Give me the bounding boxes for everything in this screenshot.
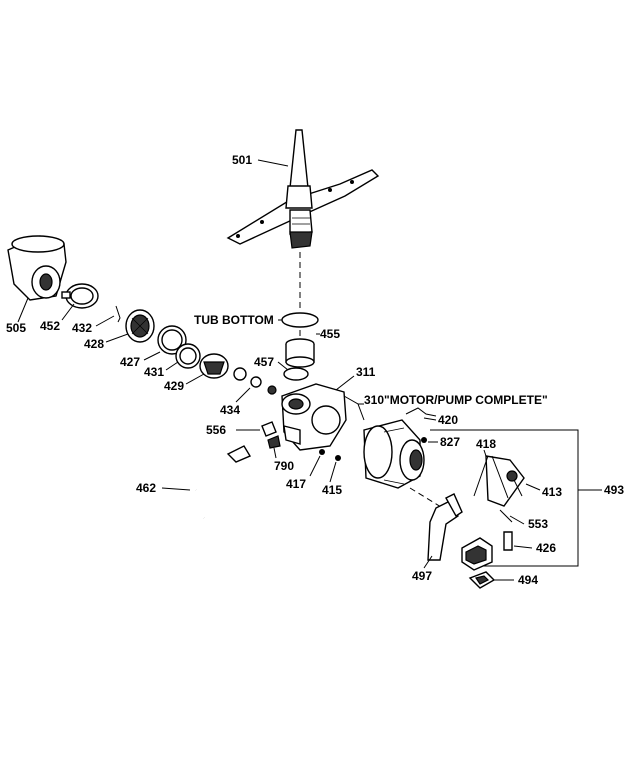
leader-413 [525,483,541,491]
label-413: 413 [542,485,562,499]
leader-426 [513,545,533,549]
label-motor-pump-complete: 310"MOTOR/PUMP COMPLETE" [364,393,548,407]
switch-418 [473,455,525,507]
leader-415 [329,461,337,483]
leader-790 [273,447,277,459]
wire-420 [405,407,437,417]
leader-501 [257,159,289,167]
label-553: 553 [528,517,548,531]
label-455: 455 [320,327,340,341]
leader-428 [105,333,129,343]
leader-434 [235,387,251,403]
leader-311 [335,375,355,391]
seal-434b [250,376,262,388]
screw-415 [335,455,341,461]
leader-417 [309,455,321,477]
clip-790 [267,435,281,449]
label-426: 426 [536,541,556,555]
spring-553 [499,509,513,523]
clamp-452 [61,283,99,309]
leader-431 [165,361,179,371]
chopper-428 [125,309,155,343]
tub-gasket [281,312,319,328]
leader-553 [509,515,525,525]
label-418: 418 [476,437,496,451]
motor-bracket-line [343,395,365,421]
label-428: 428 [84,337,104,351]
label-493: 493 [604,483,624,497]
leader-462 [161,487,191,491]
label-431: 431 [144,365,164,379]
screw-417 [319,449,325,455]
pin-426 [503,531,513,551]
label-501: 501 [232,153,252,167]
pump-housing-311 [281,383,347,451]
part-827 [421,437,427,443]
housing-455 [285,338,315,368]
fitting-556 [261,421,277,437]
relay-block [461,537,493,571]
leader-432 [95,315,115,327]
label-432: 432 [72,321,92,335]
leader-505 [17,297,29,323]
label-417: 417 [286,477,306,491]
label-452: 452 [40,319,60,333]
label-420: 420 [438,413,458,427]
label-556: 556 [206,423,226,437]
spray-arm-501 [226,129,380,249]
seal-434c [267,385,277,395]
label-457: 457 [254,355,274,369]
label-505: 505 [6,321,26,335]
spring-432 [115,305,121,323]
label-434: 434 [220,403,240,417]
bracket-497 [427,493,463,561]
label-427: 427 [120,355,140,369]
part-494 [468,571,496,589]
hose-462 [190,445,268,528]
label-tub-bottom: TUB BOTTOM [194,313,274,327]
leader-420 [423,417,437,421]
impeller-429 [199,353,229,379]
leader-418 [483,449,487,457]
label-827: 827 [440,435,460,449]
label-494: 494 [518,573,538,587]
label-311: 311 [356,365,376,379]
leader-457 [277,361,289,371]
leader-429 [185,373,205,385]
bracket-493 [430,429,579,567]
motor-310 [363,419,425,489]
label-415: 415 [322,483,342,497]
pin-413 [513,479,523,497]
label-462: 462 [136,481,156,495]
leader-452 [61,303,75,321]
label-429: 429 [164,379,184,393]
leader-497 [423,555,433,569]
clamp-457 [283,367,309,381]
label-790: 790 [274,459,294,473]
seal-434a [233,367,247,381]
leader-427 [143,351,161,361]
sump-505 [7,235,67,301]
label-497: 497 [412,569,432,583]
